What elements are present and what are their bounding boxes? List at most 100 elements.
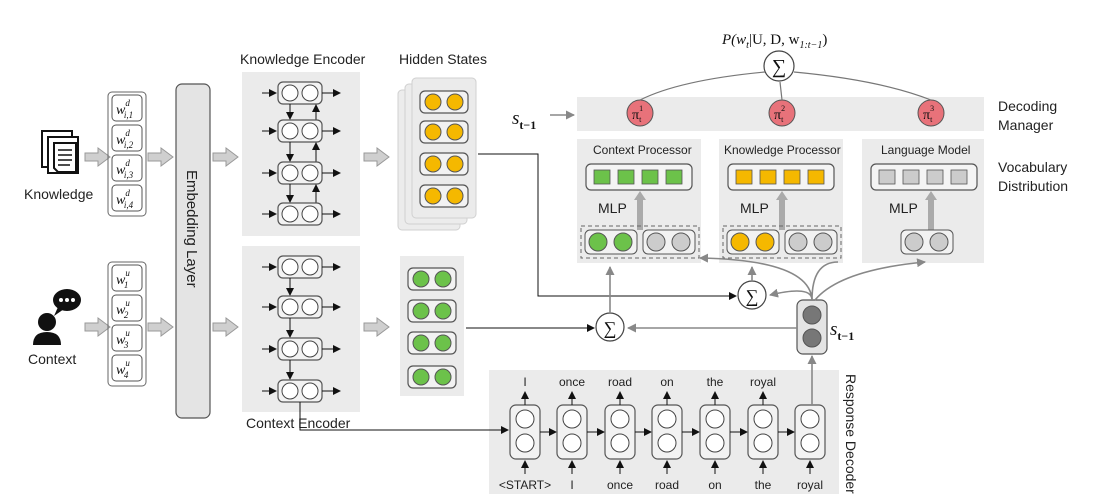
knowledge-sum-symbol: ∑	[746, 286, 759, 306]
decoder-unit	[705, 409, 725, 429]
language-vocab-distribution-cell	[950, 169, 968, 185]
context-vocab-distribution-cell	[593, 169, 611, 185]
knowledge-hidden-state-unit	[424, 123, 442, 141]
context-hidden-state-unit	[412, 334, 430, 352]
knowledge-hidden-state-unit	[446, 155, 464, 173]
context-hidden-state-unit	[434, 302, 452, 320]
decoder-output-token: once	[559, 375, 585, 389]
processor-input-group	[722, 225, 842, 259]
context-hidden-state-unit	[412, 270, 430, 288]
context-encoder-unit	[301, 382, 319, 400]
context-vocab-distribution-cell	[617, 169, 635, 185]
knowledge-hidden-state-unit	[424, 187, 442, 205]
state-prev-label-left: st−1	[512, 108, 536, 132]
processor-input-cells	[580, 225, 954, 259]
output-sum-symbol: ∑	[772, 56, 786, 78]
context-word-box	[111, 354, 143, 382]
context-vocab-distribution	[585, 163, 693, 191]
knowledge-word-box	[111, 154, 143, 182]
vocabulary-distributions	[585, 163, 978, 191]
vocab-dist-label-1: Vocabulary	[998, 159, 1067, 175]
context-word-box	[111, 294, 143, 322]
embedding-layer-label: Embedding Layer	[183, 170, 200, 288]
decoder-output-token: I	[523, 375, 526, 389]
knowledge-encoder-unit	[281, 164, 299, 182]
context-hidden-states	[407, 267, 457, 389]
knowledge-hidden-state-unit	[424, 93, 442, 111]
knowledge-vocab-distribution-cell	[735, 169, 753, 185]
knowledge-hidden-state-unit	[446, 187, 464, 205]
processor-input-unit	[730, 232, 750, 252]
context-label: Context	[28, 351, 76, 367]
decoder-unit	[562, 433, 582, 453]
knowledge-word-box	[111, 94, 143, 122]
decoder-output-token: the	[707, 375, 724, 389]
context-vocab-distribution-cell	[641, 169, 659, 185]
output-probability-formula: P(wt|U, D, w1:t−1)	[721, 32, 827, 51]
context-hidden-state-unit	[412, 302, 430, 320]
decoder-unit	[705, 433, 725, 453]
language-vocab-distribution	[870, 163, 978, 191]
knowledge-vocab-distribution-cell	[807, 169, 825, 185]
decoder-unit	[610, 409, 630, 429]
decoder-unit	[515, 433, 535, 453]
mlp-label-context: MLP	[598, 200, 627, 216]
knowledge-encoder-cells	[262, 81, 341, 226]
hidden-states-label: Hidden States	[399, 51, 487, 67]
knowledge-vocab-distribution-cell	[783, 169, 801, 185]
pi-to-sum-connectors	[639, 71, 932, 101]
decoder-unit	[657, 409, 677, 429]
decoder-unit	[657, 433, 677, 453]
decoder-state-connections	[605, 253, 926, 405]
knowledge-processor-label: Knowledge Processor	[724, 143, 841, 157]
knowledge-vocab-distribution-cell	[759, 169, 777, 185]
context-encoder-label: Context Encoder	[246, 415, 351, 431]
knowledge-encoder-unit	[301, 164, 319, 182]
knowledge-word-box	[111, 184, 143, 212]
decoder-unit	[753, 433, 773, 453]
knowledge-hidden-states	[419, 90, 469, 208]
decoding-manager-label-1: Decoding	[998, 98, 1057, 114]
knowledge-hidden-state-unit	[446, 123, 464, 141]
processor-input-group	[580, 225, 700, 259]
language-vocab-distribution-cell	[902, 169, 920, 185]
context-encoder-unit	[301, 298, 319, 316]
context-encoder-unit	[281, 340, 299, 358]
language-vocab-distribution-cell	[926, 169, 944, 185]
mlp-label-knowledge: MLP	[740, 200, 769, 216]
decoder-input-token: I	[570, 478, 573, 492]
context-encoder-unit	[301, 340, 319, 358]
knowledge-document-icon	[41, 130, 79, 174]
decoder-unit	[800, 409, 820, 429]
context-hidden-state-unit	[434, 270, 452, 288]
decoder-output-token: road	[608, 375, 632, 389]
decoder-unit	[515, 409, 535, 429]
knowledge-encoder-unit	[281, 84, 299, 102]
knowledge-word-box	[111, 124, 143, 152]
context-encoder-unit	[301, 258, 319, 276]
embedding-layer-block	[175, 83, 211, 419]
context-word-box	[111, 264, 143, 292]
decoder-unit	[610, 433, 630, 453]
knowledge-hidden-state-unit	[446, 93, 464, 111]
knowledge-label: Knowledge	[24, 186, 93, 202]
knowledge-encoder-unit	[301, 84, 319, 102]
language-vocab-distribution-cell	[878, 169, 896, 185]
knowledge-encoder-unit	[301, 122, 319, 140]
attention-connections	[299, 153, 737, 434]
decoder-input-token: <START>	[499, 478, 551, 492]
processor-input-unit	[813, 232, 833, 252]
context-encoder-unit	[281, 258, 299, 276]
